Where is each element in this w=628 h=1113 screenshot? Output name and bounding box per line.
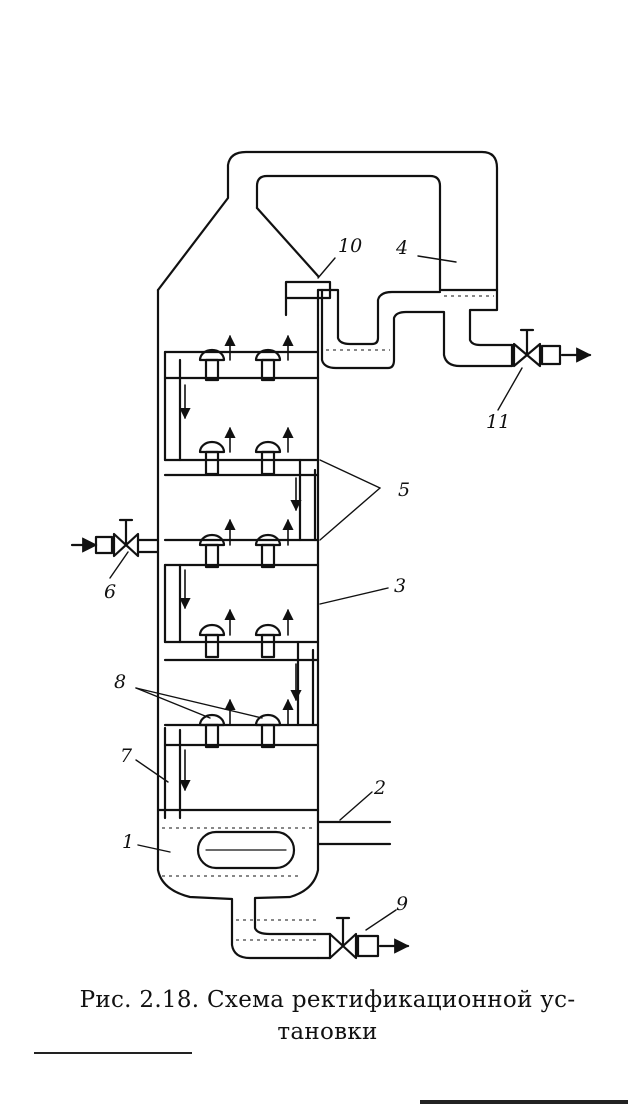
label-7: 7 <box>120 745 133 767</box>
label-11: 11 <box>486 411 510 433</box>
feed-line <box>70 518 160 558</box>
vapour-arrows <box>224 334 294 726</box>
label-2: 2 <box>373 777 386 799</box>
label-3: 3 <box>394 575 406 597</box>
figure-caption: Рис. 2.18. Схема ректификационной ус- та… <box>40 984 615 1048</box>
label-4: 4 <box>395 237 408 259</box>
label-9: 9 <box>396 893 408 915</box>
reference-labels: 10 4 5 3 6 8 7 2 1 9 11 <box>104 235 510 915</box>
reflux-box <box>284 280 332 317</box>
leader-lines <box>109 255 523 931</box>
liquid-arrows <box>179 384 302 792</box>
label-5: 5 <box>398 479 410 501</box>
column-shell <box>156 150 499 960</box>
valve-9 <box>316 916 410 960</box>
condenser <box>255 174 499 292</box>
caption-rule <box>34 1052 192 1054</box>
reboiler <box>196 820 392 870</box>
label-6: 6 <box>104 581 116 603</box>
distillate-line <box>316 288 514 370</box>
liquid-levels <box>162 295 494 941</box>
scan-edge-line <box>420 1100 628 1104</box>
valve-11 <box>512 328 592 368</box>
caption-line-1: Рис. 2.18. Схема ректификационной ус- <box>79 987 576 1013</box>
label-10: 10 <box>338 235 362 257</box>
label-8: 8 <box>114 671 126 693</box>
caption-line-2: тановки <box>277 1019 378 1045</box>
bubble-caps <box>198 348 282 749</box>
trays <box>156 350 320 820</box>
label-1: 1 <box>122 831 134 853</box>
